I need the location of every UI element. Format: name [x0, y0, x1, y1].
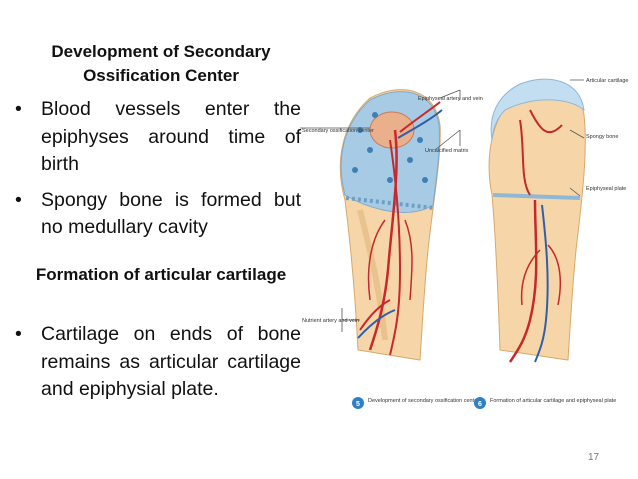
label-uncalcified-matrix: Uncalcified matrix — [425, 148, 469, 154]
bone-development-figure: Secondary ossification center Epiphyseal… — [300, 78, 629, 409]
label-nutrient-vessels: Nutrient artery and vein — [302, 318, 359, 324]
svg-text:Development of secondary ossif: Development of secondary ossification ce… — [368, 398, 479, 404]
bullet-cartilage-ends: Cartilage on ends of bone remains as art… — [13, 321, 301, 404]
label-spongy-bone: Spongy bone — [586, 134, 618, 140]
bullet-list-1: Blood vessels enter the epiphyses around… — [13, 96, 301, 242]
page-number: 17 — [588, 452, 600, 463]
label-secondary-center: Secondary ossification center — [302, 128, 374, 134]
bullet-spongy-bone: Spongy bone is formed but no medullary c… — [13, 187, 301, 242]
bullet-blood-vessels: Blood vessels enter the epiphyses around… — [13, 96, 301, 179]
heading-secondary-ossification: Development of Secondary Ossification Ce… — [51, 42, 271, 85]
left-bone-illustration — [300, 89, 461, 361]
svg-text:6: 6 — [478, 401, 482, 408]
bullet-list-2: Cartilage on ends of bone remains as art… — [13, 321, 301, 404]
label-epiphyseal-vessels: Epiphyseal artery and vein — [418, 96, 483, 102]
svg-text:5: 5 — [356, 401, 360, 408]
caption-5: 5 Development of secondary ossification … — [352, 397, 479, 409]
svg-text:Formation of articular cartila: Formation of articular cartilage and epi… — [490, 398, 616, 404]
label-epiphyseal-plate: Epiphyseal plate — [586, 186, 626, 192]
right-bone-illustration — [488, 78, 586, 363]
heading-articular-cartilage: Formation of articular cartilage — [35, 265, 287, 284]
caption-6: 6 Formation of articular cartilage and e… — [474, 397, 616, 409]
label-articular-cartilage: Articular cartilage — [586, 78, 629, 84]
